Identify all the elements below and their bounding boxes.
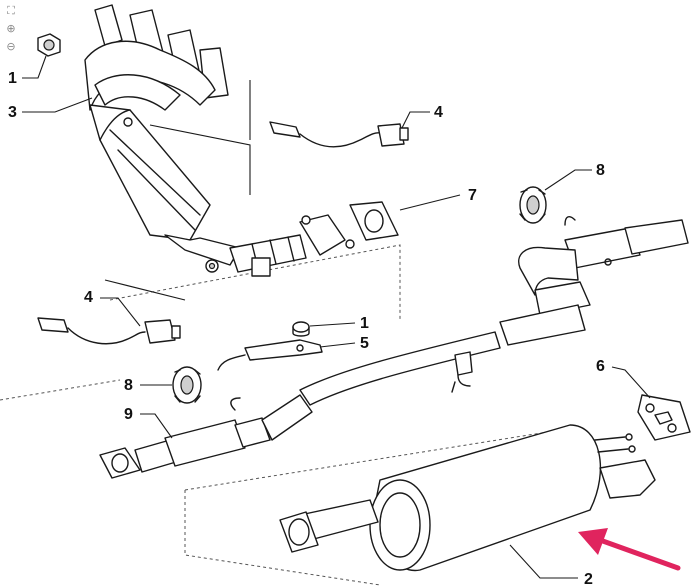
nut-part-1-top — [37, 33, 61, 57]
guide-line-lower — [104, 279, 186, 301]
group-boundary-upper — [109, 244, 401, 320]
callout-5: 5 — [360, 335, 369, 352]
gasket-part-7 — [349, 201, 399, 241]
leader-7 — [399, 194, 461, 211]
leader-9 — [140, 413, 173, 439]
leader-1-top — [22, 55, 47, 79]
fit-icon[interactable]: ⛶ — [7, 4, 15, 17]
group-boundary-left — [0, 379, 121, 401]
callout-9: 9 — [124, 406, 133, 423]
rubber-hanger-part-6 — [637, 394, 691, 441]
exhaust-manifold-catalytic-converter — [84, 4, 241, 273]
nut-part-1-mid — [292, 321, 310, 337]
callout-1-mid: 1 — [360, 315, 369, 332]
oxygen-sensor-left — [37, 317, 181, 345]
bracket-part-5 — [217, 339, 323, 371]
oxygen-sensor-top — [269, 121, 409, 148]
rubber-mount-top — [519, 186, 547, 224]
leader-3 — [22, 97, 93, 113]
front-pipe-part-9 — [99, 394, 313, 479]
rear-silencer-part-2 — [279, 424, 656, 572]
zoom-out-icon[interactable]: ⊖ — [6, 40, 16, 53]
leader-6 — [611, 366, 651, 399]
leader-2 — [509, 544, 578, 579]
callout-2: 2 — [584, 571, 593, 588]
highlight-arrow-icon — [578, 528, 681, 571]
callout-8-left: 8 — [124, 377, 133, 394]
rear-pipe-upper — [499, 216, 689, 346]
callout-8-top: 8 — [596, 162, 605, 179]
leader-1-mid — [309, 322, 356, 327]
leader-5 — [319, 342, 356, 348]
callout-4-left: 4 — [84, 289, 93, 306]
rubber-mount-left — [172, 366, 202, 404]
flex-pipe-clamp — [229, 214, 355, 277]
callout-6: 6 — [596, 358, 605, 375]
central-pipe — [299, 331, 501, 406]
guide-line-manifold — [149, 124, 251, 195]
callout-1-top: 1 — [8, 70, 17, 87]
callout-3: 3 — [8, 104, 17, 121]
zoom-in-icon[interactable]: ⊕ — [6, 22, 16, 35]
leader-4-top — [401, 111, 430, 129]
leader-8-top — [544, 169, 592, 191]
callout-4-top: 4 — [434, 104, 443, 121]
callout-7: 7 — [468, 187, 477, 204]
leader-4-left — [100, 297, 141, 327]
